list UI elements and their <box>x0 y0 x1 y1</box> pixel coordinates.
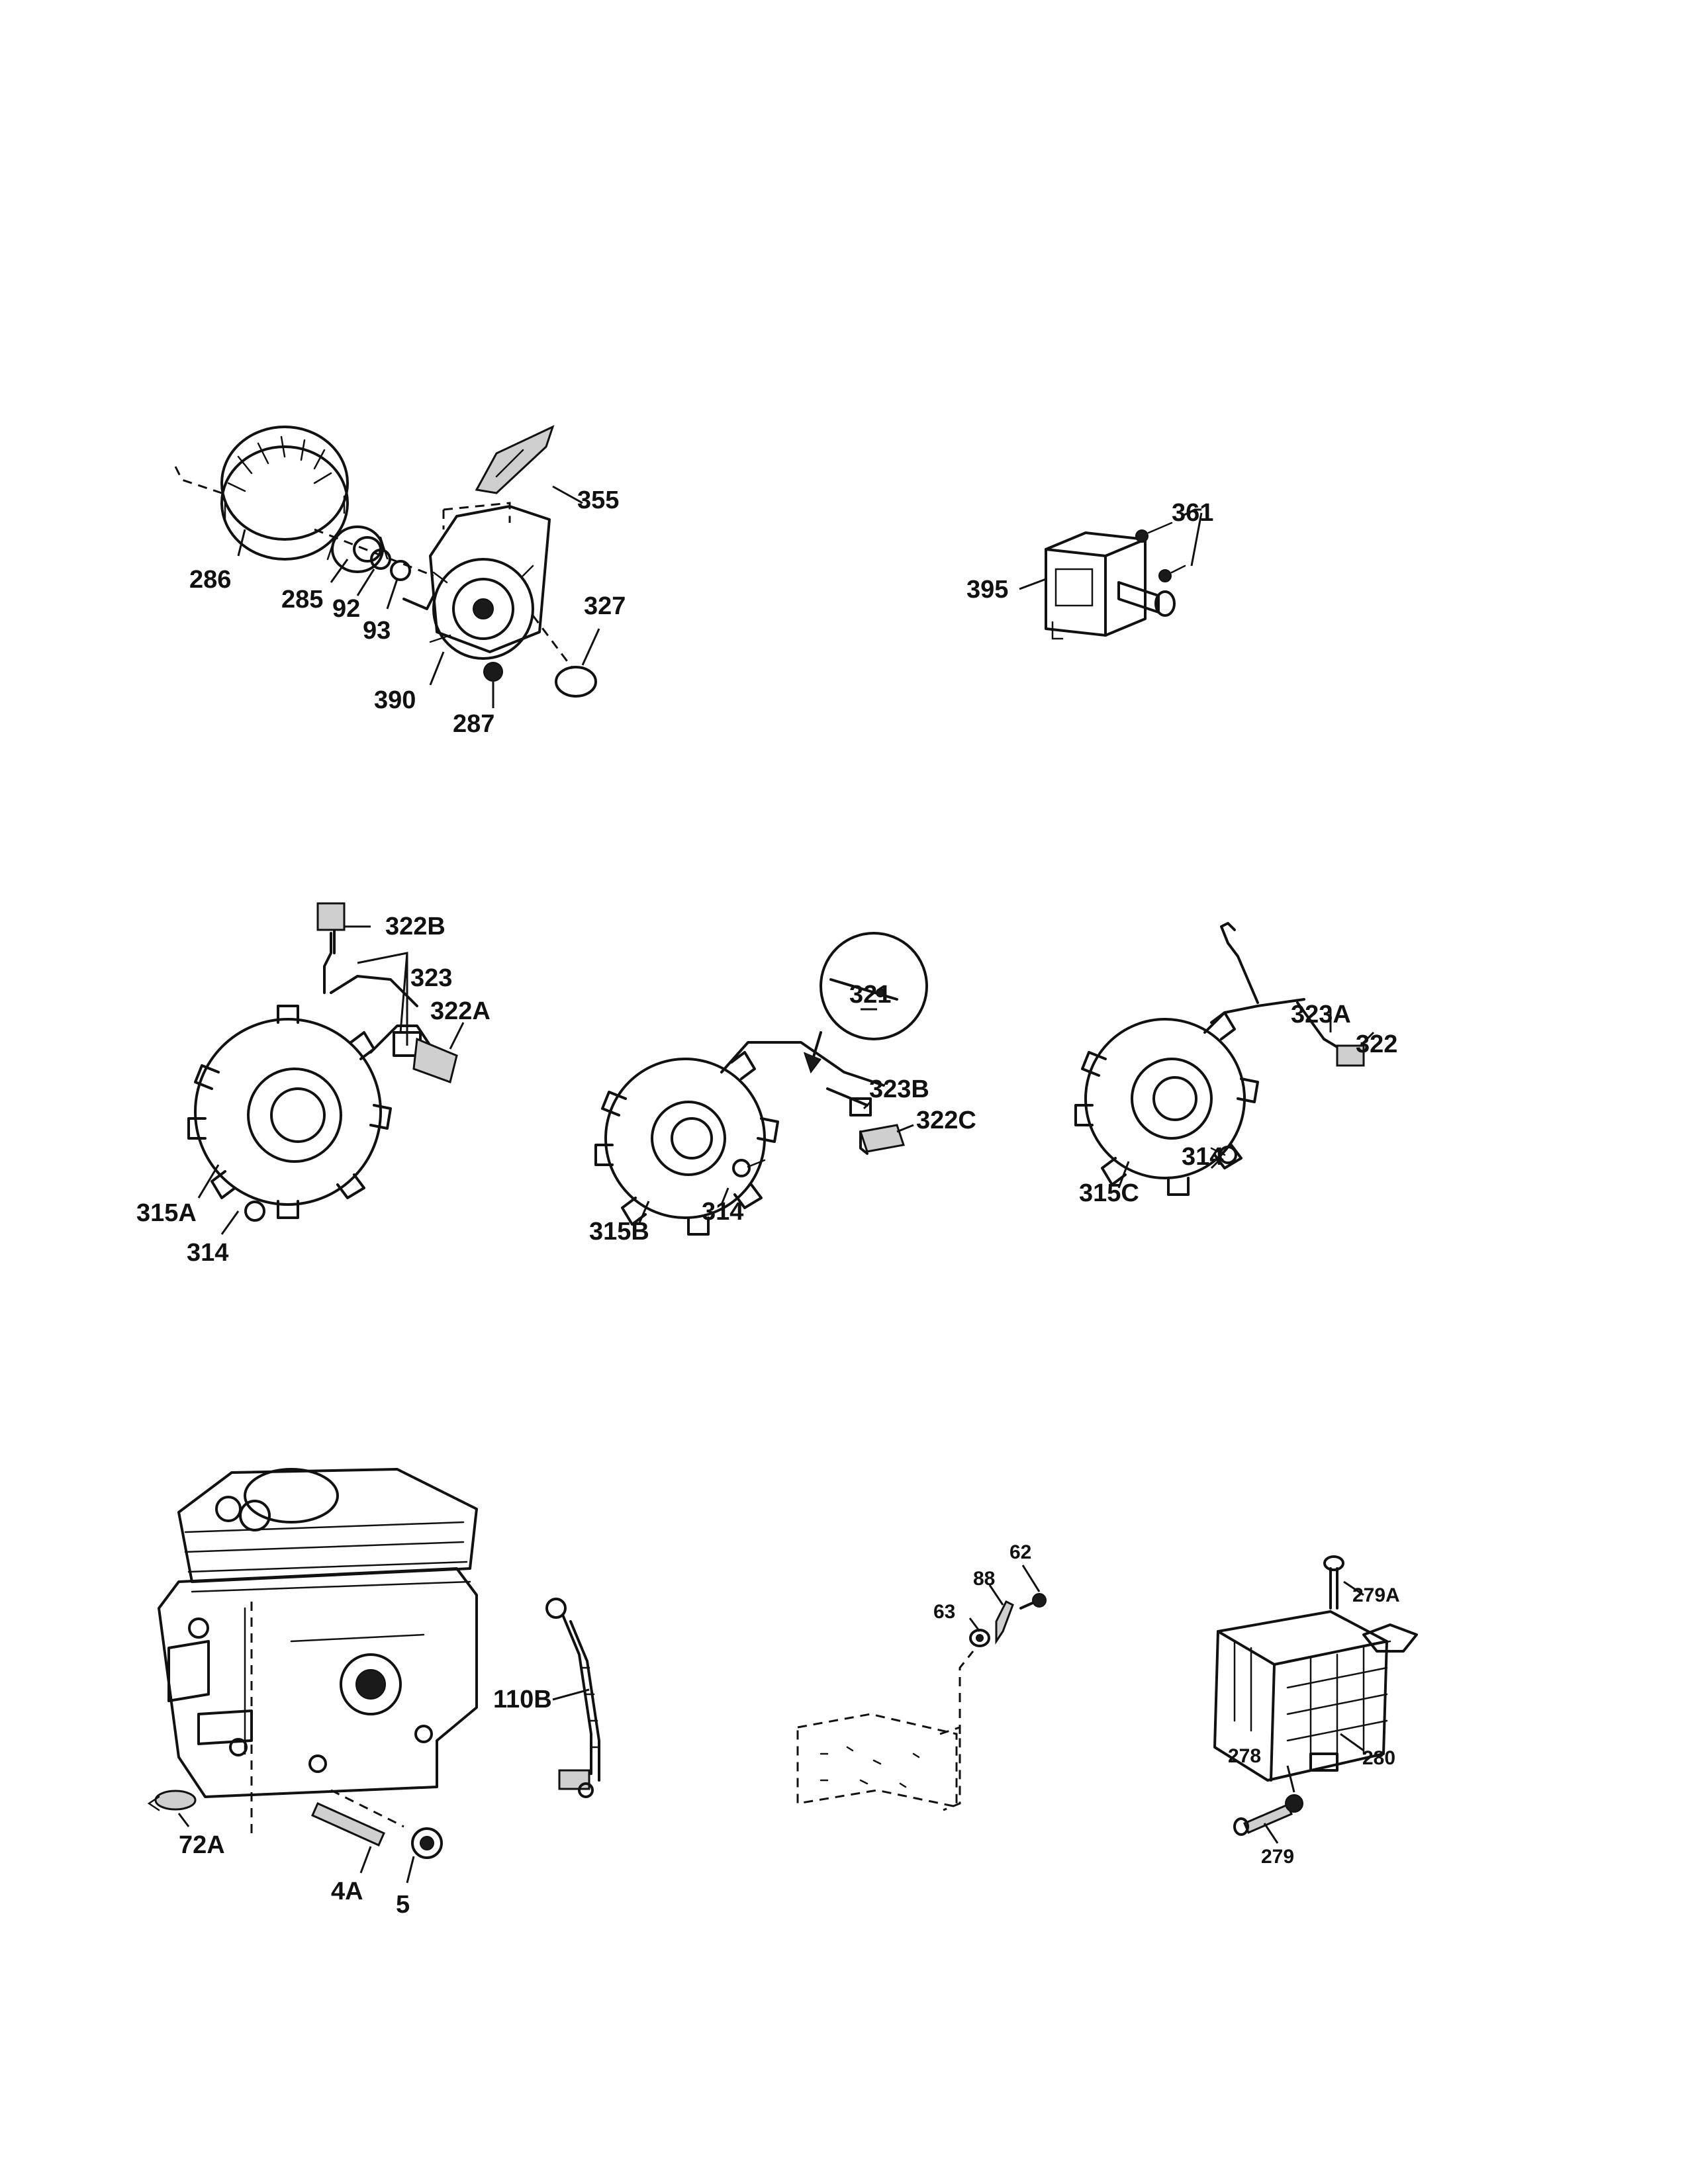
label-92: 92 <box>332 595 360 623</box>
label-287: 287 <box>453 710 494 738</box>
part-92-washer <box>370 549 391 570</box>
label-314-b: 314 <box>702 1198 743 1226</box>
part-327-cap <box>555 666 597 698</box>
part-286-screen <box>220 426 349 561</box>
part-72A-plug <box>147 1790 197 1811</box>
label-280: 280 <box>1362 1747 1395 1769</box>
part-322B-connector <box>316 902 346 931</box>
part-395-switch <box>1045 531 1176 640</box>
part-322A-connector <box>412 1037 458 1083</box>
label-322: 322 <box>1356 1030 1397 1058</box>
bracket-plate <box>796 1713 961 1811</box>
alternator-315B-assembly: 321 323B 322C 315B 314 <box>589 932 976 1246</box>
part-5-nut <box>411 1827 443 1859</box>
recoil-starter-assembly: 286 285 92 93 390 287 355 327 <box>174 425 626 738</box>
part-355-handle <box>475 425 555 494</box>
wire-harness-315B <box>720 1041 885 1087</box>
label-315B: 315B <box>589 1218 649 1246</box>
detail-circle-321 <box>820 932 928 1040</box>
part-321-terminal <box>876 988 885 997</box>
label-93: 93 <box>363 617 391 645</box>
label-323B: 323B <box>869 1075 929 1103</box>
regulator-assembly: 279A 278 280 279 <box>1213 1555 1418 1868</box>
part-287-nut <box>483 662 503 682</box>
label-315C: 315C <box>1079 1179 1139 1207</box>
label-72A: 72A <box>179 1831 225 1859</box>
part-314-screw-c <box>1219 1146 1237 1164</box>
label-323A: 323A <box>1291 1001 1351 1028</box>
label-390: 390 <box>374 686 416 714</box>
part-322C-connector <box>859 1124 905 1153</box>
part-88-washer <box>995 1600 1014 1645</box>
part-314-screw-b <box>732 1159 751 1177</box>
part-93-nut <box>390 560 411 581</box>
part-110B-ground-wire <box>545 1598 600 1798</box>
label-321: 321 <box>849 981 891 1009</box>
part-361-screw-b <box>1158 569 1172 582</box>
label-110B: 110B <box>493 1686 552 1713</box>
part-279-bolt <box>1233 1803 1293 1836</box>
label-4A: 4A <box>331 1878 363 1905</box>
alternator-315A-assembly: 322B 323 322A 315A 314 <box>136 902 491 1267</box>
part-279A-screw <box>1323 1555 1344 1610</box>
label-314-a: 314 <box>187 1239 228 1267</box>
label-5: 5 <box>396 1891 410 1919</box>
label-314-c: 314 <box>1182 1143 1223 1171</box>
part-278-washer <box>1285 1794 1303 1813</box>
wire-harness-315C <box>1203 998 1305 1034</box>
label-63: 63 <box>933 1601 955 1623</box>
label-279A: 279A <box>1352 1584 1400 1606</box>
bracket-assembly: 62 88 63 <box>796 1541 1047 1811</box>
part-322-connector <box>1336 1044 1365 1067</box>
engine-block-assembly: 72A 4A 5 <box>147 1468 478 1919</box>
label-286: 286 <box>189 566 231 594</box>
label-88: 88 <box>973 1568 995 1590</box>
part-315B-stator <box>594 1051 779 1236</box>
part-315A-stator <box>187 1005 392 1219</box>
part-62-screw <box>1019 1593 1047 1610</box>
label-278: 278 <box>1228 1745 1261 1767</box>
part-280-regulator <box>1213 1610 1418 1782</box>
label-323: 323 <box>410 964 452 992</box>
label-361: 361 <box>1172 499 1213 527</box>
label-327: 327 <box>584 592 626 620</box>
label-322C: 322C <box>916 1107 976 1134</box>
label-62: 62 <box>1009 1541 1031 1563</box>
label-322B: 322B <box>385 913 445 940</box>
alternator-315C-assembly: 323A 322 315C 314 <box>1074 922 1397 1207</box>
label-315A: 315A <box>136 1199 197 1227</box>
label-285: 285 <box>281 586 323 614</box>
engine-block <box>158 1468 478 1798</box>
ground-wire-assembly: 110B <box>493 1598 600 1798</box>
part-314-screw-a <box>244 1201 265 1222</box>
label-355: 355 <box>577 486 619 514</box>
switch-assembly: 361 395 <box>966 499 1213 640</box>
part-315C-stator <box>1074 1011 1259 1196</box>
label-395: 395 <box>966 576 1008 604</box>
part-323B-terminal <box>849 1097 872 1116</box>
label-322A: 322A <box>430 997 491 1025</box>
part-390-housing <box>402 505 551 660</box>
part-361-screw-a <box>1135 529 1149 543</box>
part-63-nut <box>969 1629 990 1647</box>
label-279: 279 <box>1261 1846 1294 1868</box>
part-4A-stud <box>311 1802 385 1846</box>
